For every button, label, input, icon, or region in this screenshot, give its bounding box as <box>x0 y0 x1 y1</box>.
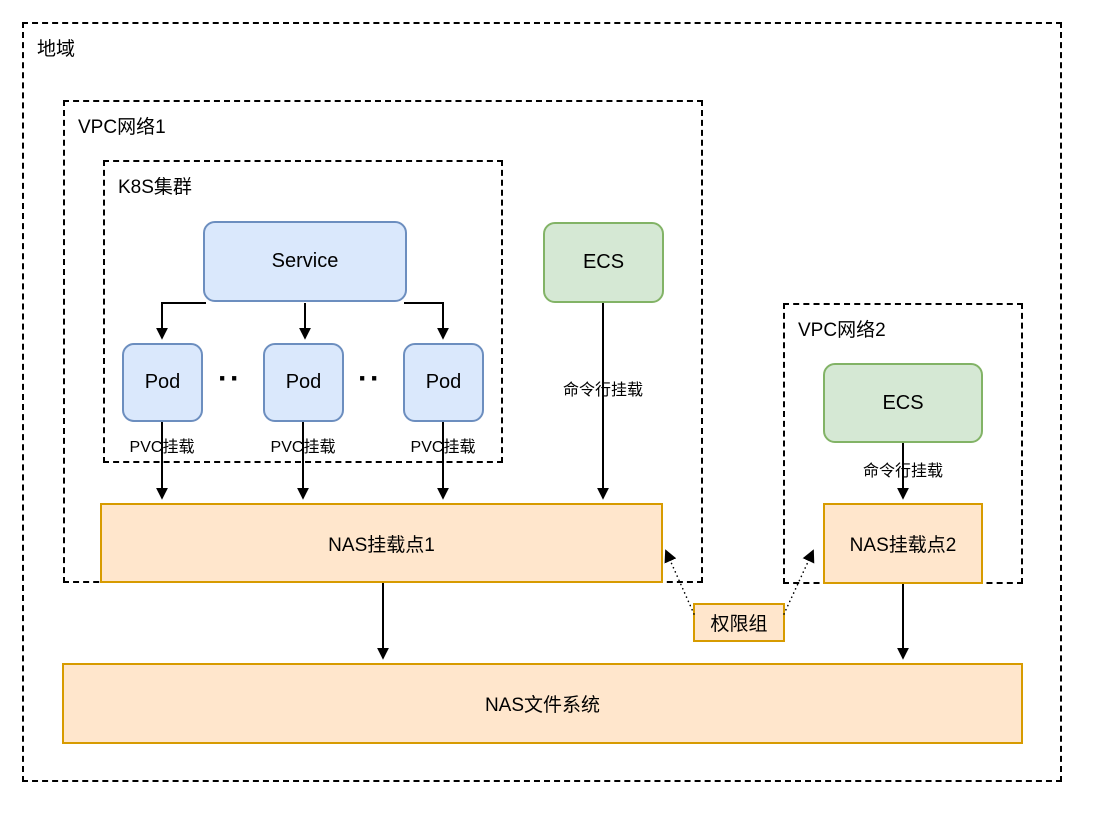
pod-label: Pod <box>285 371 322 393</box>
region-label: 地域 <box>37 39 76 60</box>
nas-file-system-label: NAS文件系统 <box>484 695 601 716</box>
pod-ellipsis-1: ·· <box>218 362 242 395</box>
service-label: Service <box>271 250 339 272</box>
vpc2-label: VPC网络2 <box>798 320 886 341</box>
pod-label: Pod <box>425 371 462 393</box>
ecs-label: ECS <box>582 251 625 273</box>
pod-node-2: Pod <box>263 343 344 422</box>
pvc-mount-label-3: PVC挂载 <box>410 439 476 456</box>
nas-file-system-node: NAS文件系统 <box>62 663 1023 744</box>
k8s-cluster-label: K8S集群 <box>118 177 192 198</box>
nas-mount-point-1-label: NAS挂载点1 <box>328 534 435 556</box>
region-boundary: 地域 <box>22 22 1062 782</box>
pod-node-1: Pod <box>122 343 203 422</box>
vpc1-label: VPC网络1 <box>78 117 166 138</box>
nas-mount-point-1: NAS挂载点1 <box>100 503 663 583</box>
permission-group-node: 权限组 <box>693 603 785 642</box>
ecs-node-vpc2: ECS <box>823 363 983 443</box>
pod-node-3: Pod <box>403 343 484 422</box>
ecs-node-vpc1: ECS <box>543 222 664 303</box>
service-node: Service <box>203 221 407 302</box>
cli-mount-label-vpc1: 命令行挂载 <box>562 382 643 399</box>
cli-mount-label-vpc2: 命令行挂载 <box>862 463 943 480</box>
pod-ellipsis-2: ·· <box>358 362 382 395</box>
nas-mount-point-2: NAS挂载点2 <box>823 503 983 584</box>
ecs-label: ECS <box>882 391 924 414</box>
nas-mount-point-2-label: NAS挂载点2 <box>849 535 957 556</box>
pvc-mount-label-2: PVC挂载 <box>270 439 336 456</box>
pvc-mount-label-1: PVC挂载 <box>129 439 195 456</box>
permission-group-label: 权限组 <box>710 614 768 635</box>
pod-label: Pod <box>144 371 181 393</box>
